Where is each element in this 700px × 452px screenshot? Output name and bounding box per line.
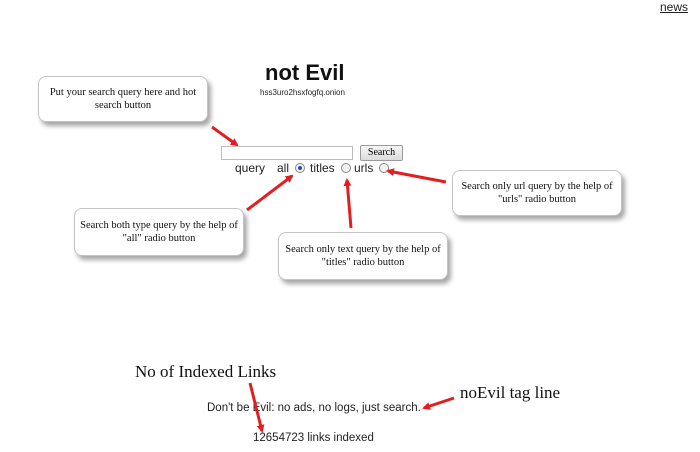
callout-query: Put your search query here and hot searc… bbox=[38, 76, 208, 122]
callout-titles-text: Search only text query by the help of "t… bbox=[285, 244, 441, 268]
tagline: Don't be Evil: no ads, no logs, just sea… bbox=[207, 402, 421, 414]
option-all-radio[interactable] bbox=[295, 163, 305, 173]
callout-titles: Search only text query by the help of "t… bbox=[278, 232, 448, 280]
arrow-to-indexed bbox=[248, 382, 265, 433]
arrow-to-tagline bbox=[422, 396, 455, 410]
logo-title: not Evil bbox=[265, 60, 345, 85]
news-link[interactable]: news bbox=[659, 0, 688, 14]
callout-all: Search both type query by the help of "a… bbox=[74, 208, 244, 256]
option-all-label: all bbox=[277, 161, 290, 175]
indexed-count: 12654723 links indexed bbox=[253, 432, 374, 444]
option-urls-radio[interactable] bbox=[379, 163, 389, 173]
search-button[interactable]: Search bbox=[360, 145, 403, 161]
option-titles-radio[interactable] bbox=[341, 163, 351, 173]
arrow-to-titles-radio bbox=[343, 178, 353, 229]
option-urls-label: urls bbox=[354, 161, 374, 175]
annotation-indexed-label: No of Indexed Links bbox=[135, 362, 277, 381]
onion-address: hss3uro2hsxfogfq.onion bbox=[260, 88, 345, 97]
callout-urls: Search only url query by the help of "ur… bbox=[452, 170, 622, 216]
arrow-to-search-input bbox=[211, 125, 239, 147]
arrow-to-urls-radio bbox=[386, 168, 447, 184]
callout-all-text: Search both type query by the help of "a… bbox=[80, 220, 238, 244]
option-titles-label: titles bbox=[310, 161, 335, 175]
callout-urls-text: Search only url query by the help of "ur… bbox=[461, 181, 613, 205]
callout-query-text: Put your search query here and hot searc… bbox=[49, 87, 197, 111]
annotation-tagline-label: noEvil tag line bbox=[460, 383, 561, 402]
search-input[interactable] bbox=[221, 146, 353, 160]
arrow-to-all-radio bbox=[246, 174, 294, 212]
query-label: query bbox=[235, 161, 266, 175]
